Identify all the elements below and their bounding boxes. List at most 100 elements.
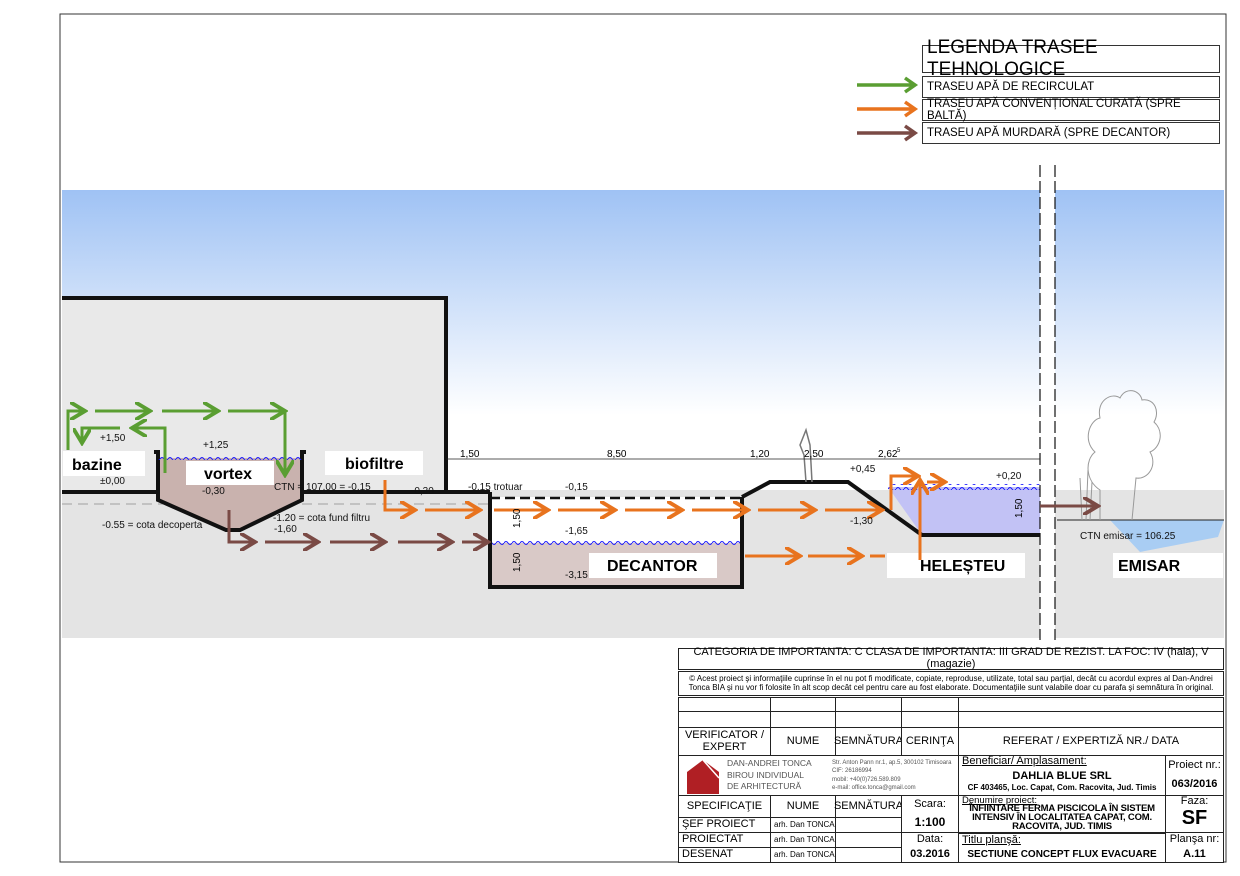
scara-label: Scara:	[914, 797, 946, 810]
firm-phone: mobil: +40(0)726.589.809	[832, 776, 901, 783]
svg-text:1,20: 1,20	[750, 449, 770, 460]
svg-text:-1,65: -1,65	[565, 526, 588, 537]
legend-title: LEGENDA TRASEE TEHNOLOGICE	[922, 37, 1220, 80]
role-sef-proiect: ŞEF PROIECT	[678, 817, 771, 833]
svg-text:+0,45: +0,45	[850, 464, 876, 475]
data-value: 03.2016	[910, 847, 950, 860]
nume-header-2: NUME	[770, 795, 836, 818]
label-helesteu: HELEȘTEU	[887, 553, 1025, 578]
firm-email: e-mail: office.tonca@gmail.com	[832, 784, 916, 791]
orange-arrow-icon	[857, 100, 919, 118]
svg-text:5: 5	[897, 448, 901, 454]
firm-type-2: DE ARHITECTURĂ	[727, 781, 802, 792]
label-bazine: bazine	[63, 451, 145, 476]
svg-text:-0.15 trotuar: -0.15 trotuar	[468, 482, 523, 493]
dimension-annotations: 1,50 8,50 1,20 2,50 2,62 5 1,50 1,50 1,5…	[460, 448, 1025, 572]
scara: 1:100	[914, 815, 946, 830]
proiect-nr-label: Proiect nr.:	[1168, 758, 1221, 771]
verificator-header: VERIFICATOR / EXPERT	[678, 727, 771, 756]
legend-item-curata: TRASEU APĂ CONVENȚIONAL CURATĂ (SPRE BAL…	[922, 98, 1220, 122]
titlu-plansa: SECTIUNE CONCEPT FLUX EVACUARE	[967, 849, 1157, 860]
svg-text:1,50: 1,50	[512, 552, 523, 572]
green-arrow-icon	[857, 76, 919, 94]
firm-cif: CIF: 26186994	[832, 768, 872, 775]
hall	[62, 298, 446, 490]
svg-text:2,50: 2,50	[804, 449, 824, 460]
svg-text:EMISAR: EMISAR	[1118, 558, 1181, 575]
role-desenat: DESENAT	[678, 847, 771, 863]
sign-sef-proiect	[835, 817, 902, 833]
blank-cell	[958, 711, 1224, 728]
label-biofiltre: biofiltre	[325, 451, 423, 475]
svg-text:-0.55 = cota decoperta: -0.55 = cota decoperta	[102, 520, 203, 531]
blank-cell	[770, 711, 836, 728]
level-annotations: +1,50 +1,25 ±0,00 -0,30 CTN = 107.00 = -…	[100, 433, 1176, 581]
svg-text:±0,00: ±0,00	[100, 476, 125, 487]
label-emisar: EMISAR	[1113, 553, 1223, 578]
brown-arrow-icon	[857, 124, 919, 142]
svg-text:-1,30: -1,30	[850, 516, 873, 527]
blank-cell	[835, 711, 902, 728]
svg-text:-0,30: -0,30	[411, 486, 434, 497]
nume-header: NUME	[770, 727, 836, 756]
legend-item-recirculat: TRASEU APĂ DE RECIRCULAT	[922, 76, 1220, 98]
sheet-frame	[59, 13, 1227, 863]
svg-text:-1.20 = cota fund filtru: -1.20 = cota fund filtru	[273, 513, 370, 524]
denumire-proiect: ÎNFIINTARE FERMA PISCICOLA ÎN SISTEM INT…	[969, 803, 1155, 832]
cerinta-header: CERINŢA	[901, 727, 959, 756]
firm-address: Str. Anton Pann nr.1, ap.5, 300102 Timis…	[832, 760, 952, 767]
category-row: CATEGORIA DE IMPORTANTA: C CLASA DE IMPO…	[678, 647, 1224, 670]
blank-cell	[901, 711, 959, 728]
amplasament: CF 403465, Loc. Capat, Com. Racovita, Ju…	[967, 783, 1157, 793]
faza-label: Faza:	[1180, 795, 1209, 807]
firm-block: DAN-ANDREI TONCA BIROU INDIVIDUAL DE ARH…	[678, 755, 959, 796]
role-proiectat: PROIECTAT	[678, 832, 771, 848]
svg-text:-3,15: -3,15	[565, 570, 588, 581]
denumire-label: Denumire proiect:	[962, 795, 1037, 806]
beneficiar-label: Beneficiar/ Amplasament:	[962, 755, 1087, 767]
firm-type: BIROU INDIVIDUAL	[727, 769, 804, 780]
recirculation-route	[66, 411, 285, 475]
sign-proiectat	[835, 832, 902, 848]
blank-cell	[770, 697, 836, 712]
svg-text:vortex: vortex	[204, 466, 252, 483]
svg-text:-0,30: -0,30	[202, 486, 225, 497]
copyright-note: © Acest proiect şi informaţiile cuprinse…	[678, 671, 1224, 696]
name-proiectat: arh. Dan TONCA	[770, 832, 836, 848]
label-vortex: vortex	[186, 461, 274, 485]
svg-text:1,50: 1,50	[460, 449, 480, 460]
name-sef-proiect: arh. Dan TONCA	[770, 817, 836, 833]
data-cell: Data: 03.2016	[901, 832, 959, 863]
name-desenat: arh. Dan TONCA	[770, 847, 836, 863]
denumire-cell: Denumire proiect: ÎNFIINTARE FERMA PISCI…	[958, 795, 1166, 833]
pond	[888, 487, 1040, 535]
svg-text:bazine: bazine	[72, 457, 122, 474]
plansa-nr: A.11	[1183, 847, 1206, 860]
faza: SF	[1181, 806, 1208, 829]
blank-cell	[678, 711, 771, 728]
firm-name: DAN-ANDREI TONCA	[727, 758, 812, 769]
svg-text:HELEȘTEU: HELEȘTEU	[920, 558, 1005, 575]
referat-header: REFERAT / EXPERTIZĂ NR./ DATA	[958, 727, 1224, 756]
blank-cell	[958, 697, 1224, 712]
svg-text:-0,15: -0,15	[565, 482, 588, 493]
semnatura-header-2: SEMNĂTURA	[834, 795, 903, 818]
emisar-water	[1110, 520, 1224, 552]
label-decantor: DECANTOR	[589, 553, 717, 578]
proiect-nr-cell: Proiect nr.: 063/2016	[1165, 755, 1224, 796]
titlu-cell: Titlu planşă: SECTIUNE CONCEPT FLUX EVAC…	[958, 833, 1166, 863]
beneficiar-cell: Beneficiar/ Amplasament: DAHLIA BLUE SRL…	[958, 755, 1166, 796]
svg-text:8,50: 8,50	[607, 449, 627, 460]
beneficiar-name: DAHLIA BLUE SRL	[1012, 769, 1112, 782]
svg-text:+1,50: +1,50	[100, 433, 126, 444]
specificatie-header: SPECIFICAŢIE	[678, 795, 771, 818]
plansa-cell: Planşa nr: A.11	[1165, 832, 1224, 863]
firm-logo	[687, 759, 720, 794]
svg-text:-1,60: -1,60	[274, 524, 297, 535]
scara-cell: Scara: 1:100	[901, 795, 959, 833]
svg-text:CTN emisar = 106.25: CTN emisar = 106.25	[1080, 531, 1176, 542]
svg-text:2,62: 2,62	[878, 449, 898, 460]
person-icon	[799, 427, 813, 483]
dirty-water-route	[227, 506, 1098, 542]
